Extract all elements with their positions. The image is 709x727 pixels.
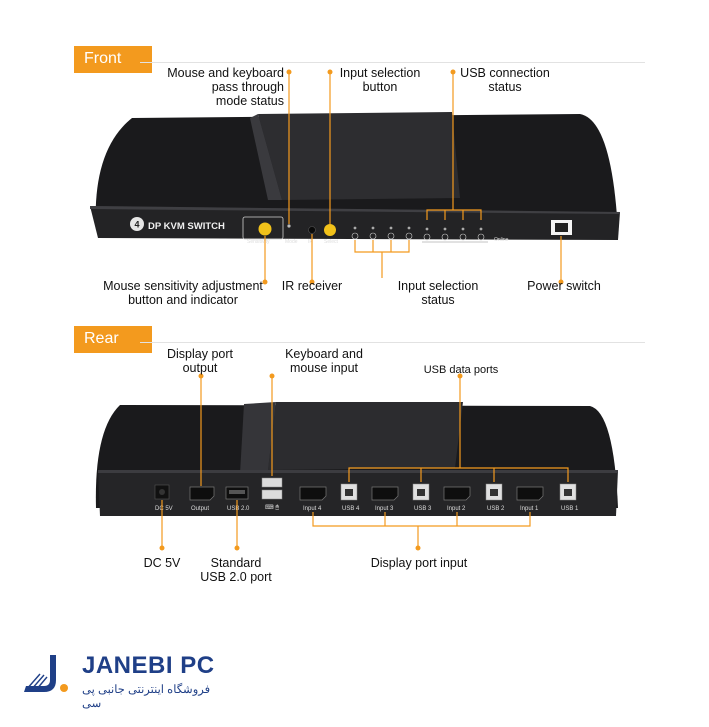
port-label-usb4: USB 4: [342, 506, 360, 512]
kb-mouse-glyph: ⌨ 🖱: [265, 504, 279, 511]
port-label-input4: Input 4: [303, 506, 322, 512]
port-label-usb1: USB 1: [561, 506, 579, 512]
mouse-usb-port: [261, 489, 283, 500]
mode-led: [287, 224, 291, 228]
callout-keyboard-mouse: Keyboard and mouse input: [285, 347, 363, 375]
callout-display-output: Display port output: [167, 347, 233, 375]
callout-usb-connection: USB connection status: [460, 66, 550, 94]
mode-label: Mode: [285, 239, 298, 245]
rear-device: DC 5V Output USB 2.0 ⌨ 🖱 Input 4 USB 4 I…: [95, 402, 619, 516]
callout-dp-input: Display port input: [370, 556, 468, 570]
port-label-input1: Input 1: [520, 506, 539, 512]
brand-subtitle: فروشگاه اینترنتی جانبی پی سی: [82, 684, 211, 710]
callout-dc5v: DC 5V: [143, 556, 181, 570]
dc-port-label: DC 5V: [155, 506, 173, 512]
port-label-input3: Input 3: [375, 506, 394, 512]
front-callout-lines: [264, 72, 562, 282]
front-device: 4 DP KVM SWITCH Sensitivity Mode IR Sele…: [90, 112, 620, 245]
keyboard-usb-port: [261, 477, 283, 488]
callout-input-selection-status: Input selection status: [397, 279, 479, 307]
port-label-input2: Input 2: [447, 506, 466, 512]
dp-output-port: [189, 486, 215, 501]
brand-logo-icon: [24, 655, 68, 692]
dp-input-3-port: [371, 486, 399, 501]
rear-divider: [140, 342, 645, 343]
model-name: DP KVM SWITCH: [148, 221, 225, 232]
dp-input-2-port: [443, 486, 471, 501]
online-label: Online: [494, 237, 509, 243]
sensitivity-frame: [242, 216, 284, 240]
callout-sensitivity: Mouse sensitivity adjustment button and …: [103, 279, 263, 307]
callout-power-switch: Power switch: [527, 279, 601, 293]
front-divider: [140, 62, 645, 63]
select-button[interactable]: [324, 224, 336, 236]
model-badge-number: 4: [134, 220, 139, 230]
ir-receiver: [308, 226, 316, 234]
ir-label: IR: [308, 239, 313, 245]
usb20-port-label: USB 2.0: [227, 506, 250, 512]
dp-input-1-port: [516, 486, 544, 501]
output-port-label: Output: [191, 506, 209, 512]
brand-name: JANEBI PC: [82, 652, 215, 679]
input-leds: [351, 226, 413, 240]
model-badge: [130, 217, 144, 231]
usb-leds: [422, 227, 488, 243]
dp-input-4-port: [299, 486, 327, 501]
sensitivity-button[interactable]: [258, 222, 272, 236]
callout-mode-status: Mouse and keyboard pass through mode sta…: [167, 66, 284, 108]
rear-callout-lines: [161, 376, 569, 548]
callout-ir-receiver: IR receiver: [281, 279, 343, 293]
select-label: Select: [324, 239, 339, 245]
port-label-usb2: USB 2: [487, 506, 505, 512]
front-section-tag: Front: [74, 46, 152, 73]
port-label-usb3: USB 3: [414, 506, 432, 512]
callout-input-selection-button: Input selection button: [339, 66, 421, 94]
callout-usb20: Standard USB 2.0 port: [200, 556, 272, 584]
sensitivity-label: Sensitivity: [247, 239, 270, 245]
rear-section-tag: Rear: [74, 326, 152, 353]
callout-usb-data-ports: USB data ports: [423, 364, 499, 376]
